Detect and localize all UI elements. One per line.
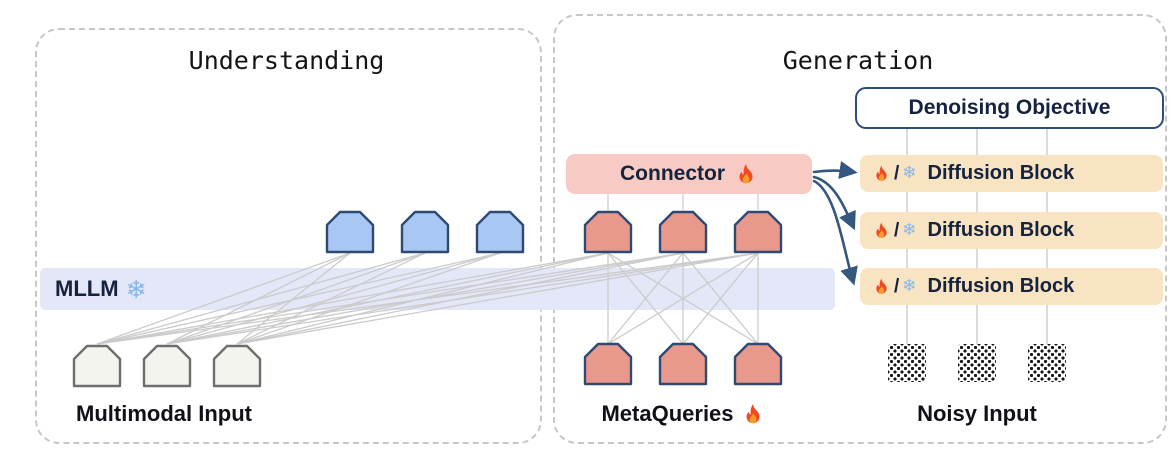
multimodal-input-token: [72, 344, 122, 388]
multimodal-input-text: Multimodal Input: [76, 401, 252, 426]
denoising-objective-label: Denoising Objective: [908, 96, 1111, 119]
noisy-input-text: Noisy Input: [917, 401, 1037, 426]
noisy-input-patch: [888, 344, 926, 382]
metaquery-token: [658, 342, 708, 386]
metaquery-output-token: [583, 210, 633, 254]
metaquery-output-token: [658, 210, 708, 254]
noisy-input-label: Noisy Input: [877, 401, 1077, 427]
connector-box: Connector: [566, 154, 812, 194]
mllm-output-token: [325, 210, 375, 254]
understanding-panel: [35, 28, 542, 444]
diffusion-block-label: Diffusion Block: [927, 275, 1075, 297]
multimodal-input-label: Multimodal Input: [33, 401, 295, 427]
slash-separator: /: [894, 219, 900, 241]
snowflake-icon: ❄: [902, 163, 917, 183]
multimodal-input-token: [142, 344, 192, 388]
diffusion-block: / ❄ Diffusion Block: [860, 268, 1163, 305]
snowflake-icon: ❄: [902, 276, 917, 296]
slash-separator: /: [894, 275, 900, 297]
understanding-title: Understanding: [188, 46, 385, 75]
generation-title: Generation: [782, 46, 934, 75]
generation-panel: [553, 14, 1167, 444]
diffusion-block-label: Diffusion Block: [927, 162, 1075, 184]
noisy-input-patch: [1028, 344, 1066, 382]
metaquery-token: [733, 342, 783, 386]
noisy-input-patch: [958, 344, 996, 382]
mllm-output-token: [475, 210, 525, 254]
fire-icon: [741, 402, 765, 426]
fire-icon: [872, 277, 891, 296]
slash-separator: /: [894, 162, 900, 184]
connector-label: Connector: [620, 162, 725, 185]
mllm-label: MLLM: [55, 276, 119, 301]
mllm-output-token: [400, 210, 450, 254]
fire-icon: [872, 221, 891, 240]
multimodal-input-token: [212, 344, 262, 388]
metaqueries-text: MetaQueries: [601, 401, 734, 426]
fire-icon: [734, 162, 758, 186]
diffusion-block: / ❄ Diffusion Block: [860, 212, 1163, 249]
metaquery-token: [583, 342, 633, 386]
snowflake-icon: ❄: [902, 220, 917, 240]
denoising-objective-box: Denoising Objective: [855, 87, 1164, 129]
diffusion-block-label: Diffusion Block: [927, 219, 1075, 241]
mllm-band: MLLM ❄: [40, 268, 835, 310]
diffusion-block: / ❄ Diffusion Block: [860, 155, 1163, 192]
metaquery-output-token: [733, 210, 783, 254]
fire-icon: [872, 164, 891, 183]
metaqueries-label: MetaQueries: [583, 401, 783, 427]
snowflake-icon: ❄: [125, 274, 147, 304]
